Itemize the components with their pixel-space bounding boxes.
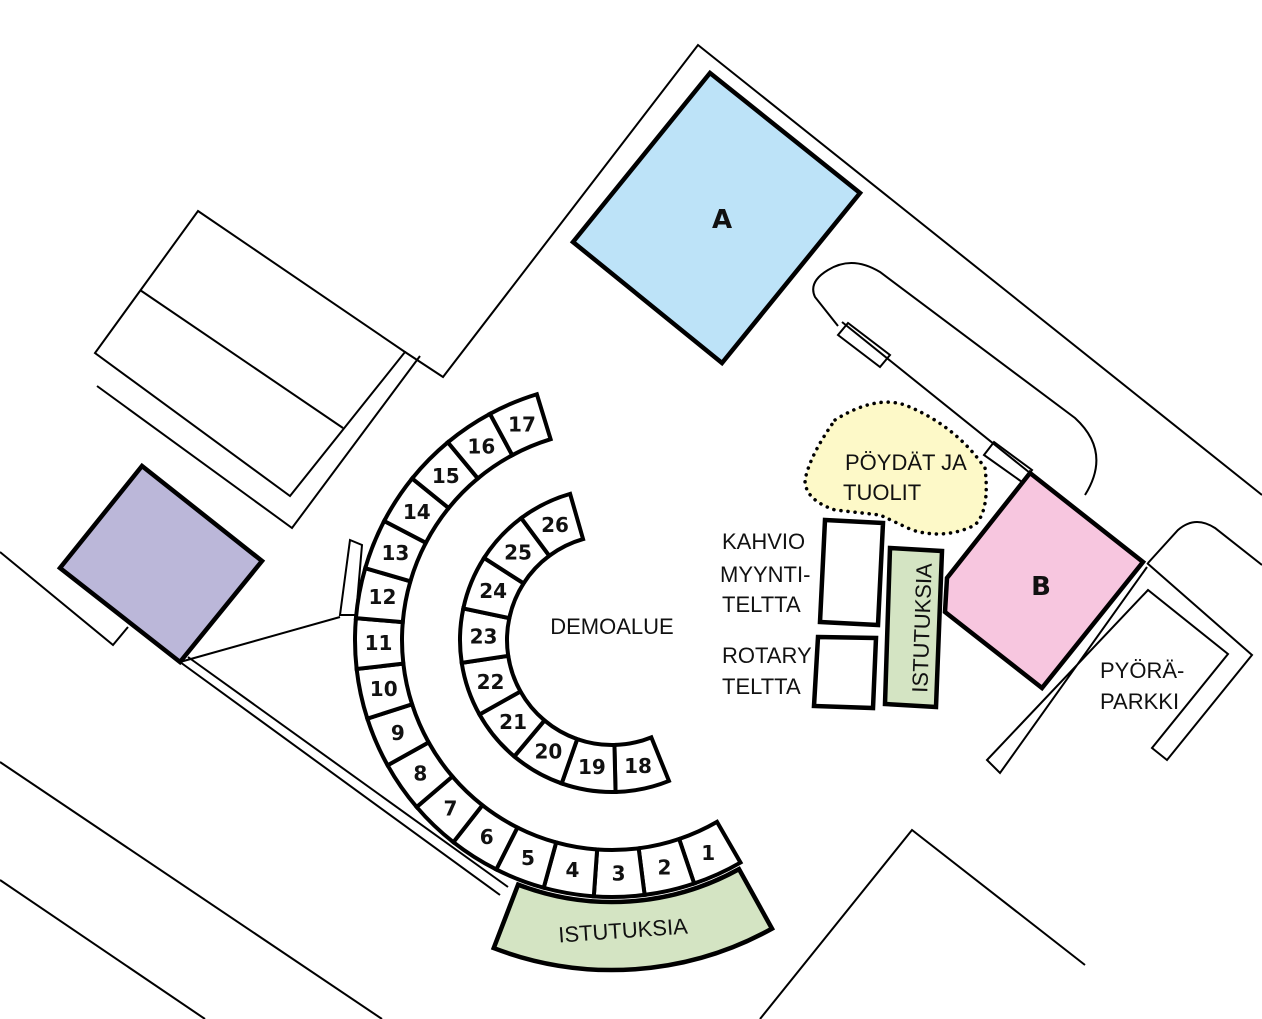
stall-number: 26 [541, 513, 569, 537]
inner-stall-ring: 18 19 20 21 22 23 24 25 26 [458, 491, 672, 795]
stall-number: 17 [508, 413, 536, 437]
stall-number: 25 [504, 540, 532, 564]
building-outline [93, 209, 407, 498]
stall-number: 4 [566, 858, 580, 882]
stall-23[interactable]: 23 [458, 606, 512, 666]
stall-number: 1 [701, 841, 715, 865]
stall-number: 16 [467, 434, 495, 458]
area-a[interactable]: A [569, 69, 864, 367]
bike-parking[interactable]: PYÖRÄ- PARKKI [1100, 658, 1184, 714]
purple-building[interactable] [56, 462, 266, 666]
rotary-label-2: TELTTA [722, 674, 801, 699]
stall-number: 8 [413, 761, 427, 785]
planting-arc[interactable]: ISTUTUKSIA [490, 866, 776, 973]
cafe-tent[interactable]: KAHVIO MYYNTI- TELTTA [720, 517, 886, 628]
stall-number: 14 [403, 500, 431, 524]
planting-vertical-label: ISTUTUKSIA [907, 562, 937, 693]
bike-parking-label-2: PARKKI [1100, 689, 1179, 714]
stall-number: 2 [657, 856, 671, 880]
stall-11[interactable]: 11 [353, 615, 406, 672]
stall-18[interactable]: 18 [612, 734, 672, 795]
stall-16[interactable]: 16 [444, 411, 515, 482]
tables-label-1: PÖYDÄT JA [845, 450, 967, 475]
cafe-label-1: KAHVIO [722, 529, 805, 554]
stall-number: 22 [477, 670, 505, 694]
stall-19[interactable]: 19 [559, 736, 618, 794]
stall-2[interactable]: 2 [636, 836, 697, 898]
stall-17[interactable]: 17 [487, 391, 554, 458]
stall-number: 11 [365, 631, 393, 655]
stall-number: 6 [480, 825, 494, 849]
stall-number: 12 [369, 585, 397, 609]
stall-number: 3 [612, 861, 626, 885]
stall-number: 5 [521, 846, 535, 870]
stall-number: 9 [391, 721, 405, 745]
cafe-label-3: TELTTA [722, 592, 801, 617]
bike-parking-label-1: PYÖRÄ- [1100, 658, 1184, 683]
stall-shape [518, 491, 586, 559]
cafe-label-2: MYYNTI- [720, 562, 810, 587]
stall-10[interactable]: 10 [354, 661, 415, 722]
stall-number: 23 [470, 624, 498, 648]
stall-number: 24 [479, 579, 507, 603]
stall-1[interactable]: 1 [676, 819, 744, 887]
stall-3[interactable]: 3 [591, 846, 647, 899]
tables-and-chairs-area[interactable]: PÖYDÄT JA TUOLIT [803, 400, 988, 536]
road [812, 262, 1098, 496]
stall-number: 21 [499, 710, 527, 734]
stall-26[interactable]: 26 [518, 491, 586, 559]
stall-number: 15 [432, 464, 460, 488]
area-b[interactable]: B [942, 469, 1147, 692]
stall-number: 19 [578, 755, 606, 779]
stall-number: 18 [624, 754, 652, 778]
stall-14[interactable]: 14 [381, 475, 452, 546]
rotary-label-1: ROTARY [722, 643, 812, 668]
stall-number: 13 [381, 541, 409, 565]
stall-shape [487, 391, 554, 458]
stall-number: 7 [443, 797, 457, 821]
stall-number: 10 [370, 677, 398, 701]
stall-number: 20 [534, 740, 562, 764]
demo-area-label: DEMOALUE [550, 614, 673, 639]
tables-label-2: TUOLIT [843, 480, 921, 505]
area-b-label: B [1031, 572, 1051, 602]
planting-vertical[interactable]: ISTUTUKSIA [882, 545, 945, 710]
rotary-tent[interactable]: ROTARY TELTTA [722, 634, 879, 711]
area-a-label: A [712, 205, 732, 235]
